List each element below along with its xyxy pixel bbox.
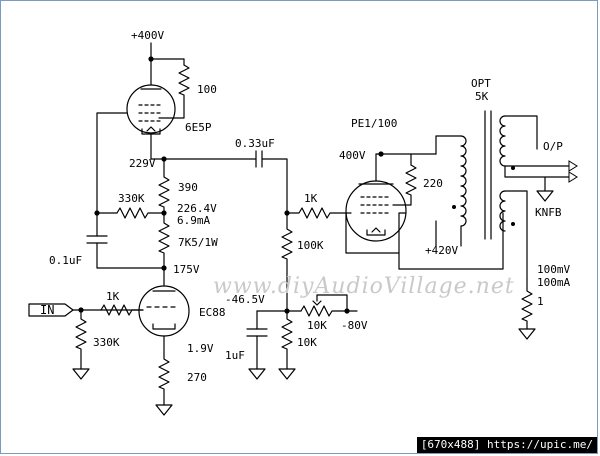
ccs-current-label: 6.9mA (177, 214, 210, 227)
resistor-330k-feedback (116, 207, 165, 219)
opt-label: OPT (471, 77, 491, 90)
b-plus-output-label: +420V (425, 244, 458, 257)
grid-resistor-label: 100K (297, 239, 324, 252)
ccs-voltage-label: 226.4V (177, 202, 217, 215)
ground-symbol-5 (536, 190, 554, 202)
opt-feedback-winding (499, 190, 506, 232)
bias-cap-1uf (246, 328, 268, 337)
bias-resistor-label: 10K (297, 336, 317, 349)
grid-stopper-1k (100, 304, 144, 316)
bias-cap-label: 1uF (225, 349, 245, 362)
ground-symbol-6 (518, 328, 536, 340)
shunt-label: 1 (537, 295, 544, 308)
coupling-cap-label: 0.33uF (235, 137, 275, 150)
output-grid-stopper-1k (286, 207, 352, 219)
output-label: O/P (543, 140, 563, 153)
ground-symbol-3 (248, 368, 266, 380)
ground-symbol-1 (72, 368, 90, 380)
driver-cathode-voltage: 229V (129, 157, 156, 170)
shunt-resistor-1 (521, 278, 533, 330)
plate-resistor-100 (158, 64, 190, 119)
ground-symbol-2 (155, 404, 173, 416)
output-tube-label: PE1/100 (351, 117, 397, 130)
bias-resistor-10k (281, 310, 293, 370)
grid-leak-label: 330K (93, 336, 120, 349)
input-grid-stopper-label: 1K (106, 290, 120, 303)
bypass-cap-0-1uf (86, 235, 108, 244)
resistor-7k5-label: 7K5/1W (178, 236, 218, 249)
output-tube-envelope (345, 180, 407, 242)
feedback-resistor-label: 330K (118, 192, 145, 205)
resistor-390-label: 390 (178, 181, 198, 194)
resistor-7k5 (158, 212, 170, 269)
input-connector (28, 303, 74, 317)
resistor-390 (158, 158, 170, 214)
bias-pot-10k (300, 305, 348, 317)
cathode-resistor-label: 270 (187, 371, 207, 384)
node-175v-label: 175V (173, 263, 200, 276)
input-cathode-voltage: 1.9V (187, 342, 214, 355)
plate-resistor-label: 100 (197, 83, 217, 96)
image-host-footer: [670x488] https://upic.me/ (417, 437, 597, 453)
input-label: IN (40, 303, 54, 317)
driver-grid-wire (96, 112, 128, 214)
input-tube-label: EC88 (199, 306, 226, 319)
coupling-cap (255, 150, 263, 168)
bias-supply-label: -80V (341, 319, 368, 332)
grid-leak-330k (75, 309, 87, 370)
ground-symbol-4 (278, 368, 296, 380)
b-plus-top-wire (150, 42, 185, 60)
bias-pot-label: 10K (307, 319, 327, 332)
opt-impedance-label: 5K (475, 90, 489, 103)
grid-resistor-100k (281, 212, 293, 312)
meter-range-v: 100mV (537, 263, 570, 276)
g2-resistor-220 (392, 164, 417, 206)
feedback-label: KNFB (535, 206, 562, 219)
opt-primary-winding (460, 135, 467, 227)
meter-range-i: 100mA (537, 276, 570, 289)
b-plus-top-label: +400V (131, 29, 164, 42)
g2-resistor-label: 220 (423, 177, 443, 190)
bias-voltage-label: -46.5V (225, 293, 265, 306)
driver-tube-label: 6E5P (185, 121, 212, 134)
output-plate-voltage: 400V (339, 149, 366, 162)
output-grid-stopper-label: 1K (304, 192, 318, 205)
bypass-cap-label: 0.1uF (49, 254, 82, 267)
watermark-text: www.diyAudioVillage.net (213, 274, 515, 299)
driver-tube-envelope (126, 84, 176, 134)
opt-secondary-winding (499, 115, 506, 167)
